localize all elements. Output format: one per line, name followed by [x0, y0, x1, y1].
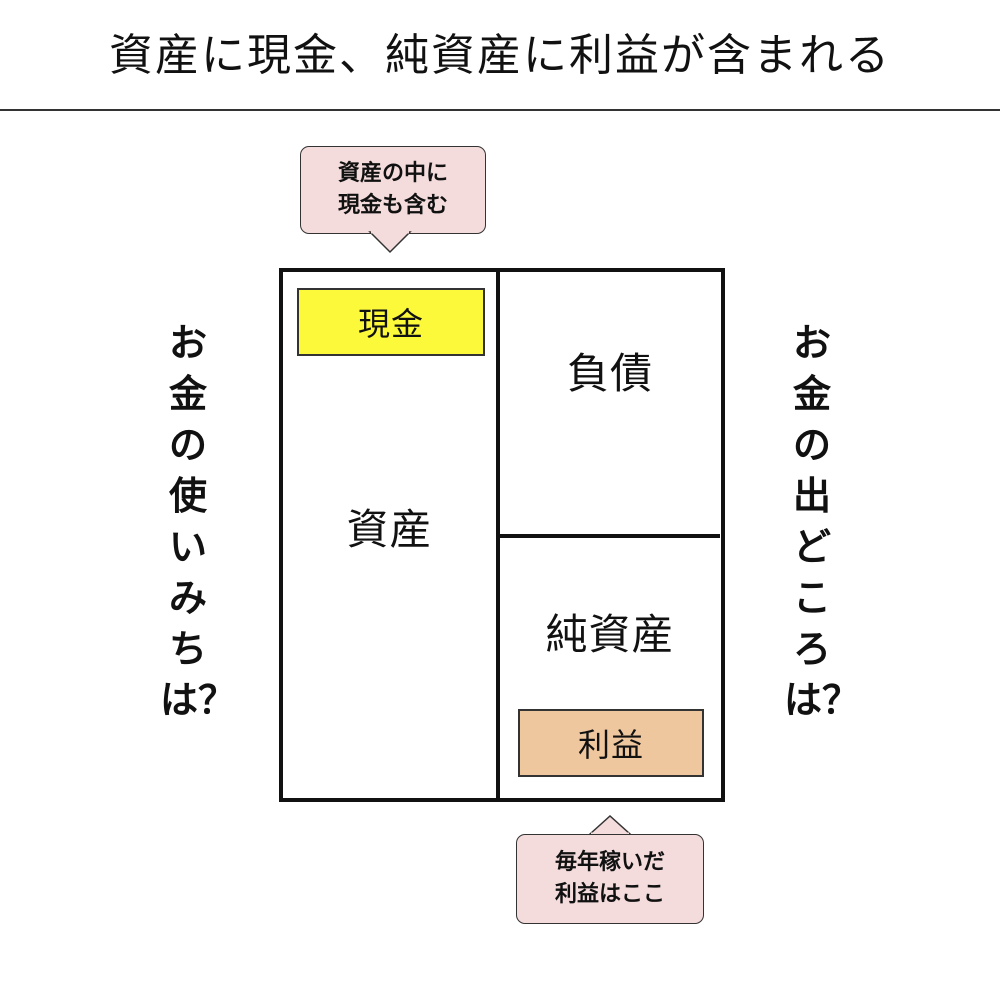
cash-callout: 資産の中に 現金も含む [300, 146, 486, 234]
balance-sheet [279, 268, 725, 802]
profit-tag: 利益 [518, 709, 704, 777]
liabilities-label: 負債 [566, 349, 653, 398]
cash-callout-line2: 現金も含む [337, 193, 448, 218]
profit-callout-line2: 利益はここ [554, 882, 665, 907]
profit-callout-line1: 毎年稼いだ [554, 850, 665, 875]
net-assets-label: 純資産 [545, 610, 675, 659]
cash-tag: 現金 [297, 288, 485, 356]
sheet-vertical-divider [496, 268, 500, 798]
profit-callout-tail [588, 814, 632, 835]
cash-callout-tail [368, 231, 412, 254]
page-title: 資産に現金、純資産に利益が含まれる [109, 30, 891, 81]
cash-callout-line1: 資産の中に [337, 161, 448, 186]
title-divider [0, 109, 1000, 111]
assets-label: 資産 [346, 505, 433, 554]
profit-callout: 毎年稼いだ 利益はここ [516, 834, 704, 924]
uses-of-money-label: お金の使いみちは？ [160, 321, 237, 722]
sheet-horizontal-divider [498, 534, 720, 538]
